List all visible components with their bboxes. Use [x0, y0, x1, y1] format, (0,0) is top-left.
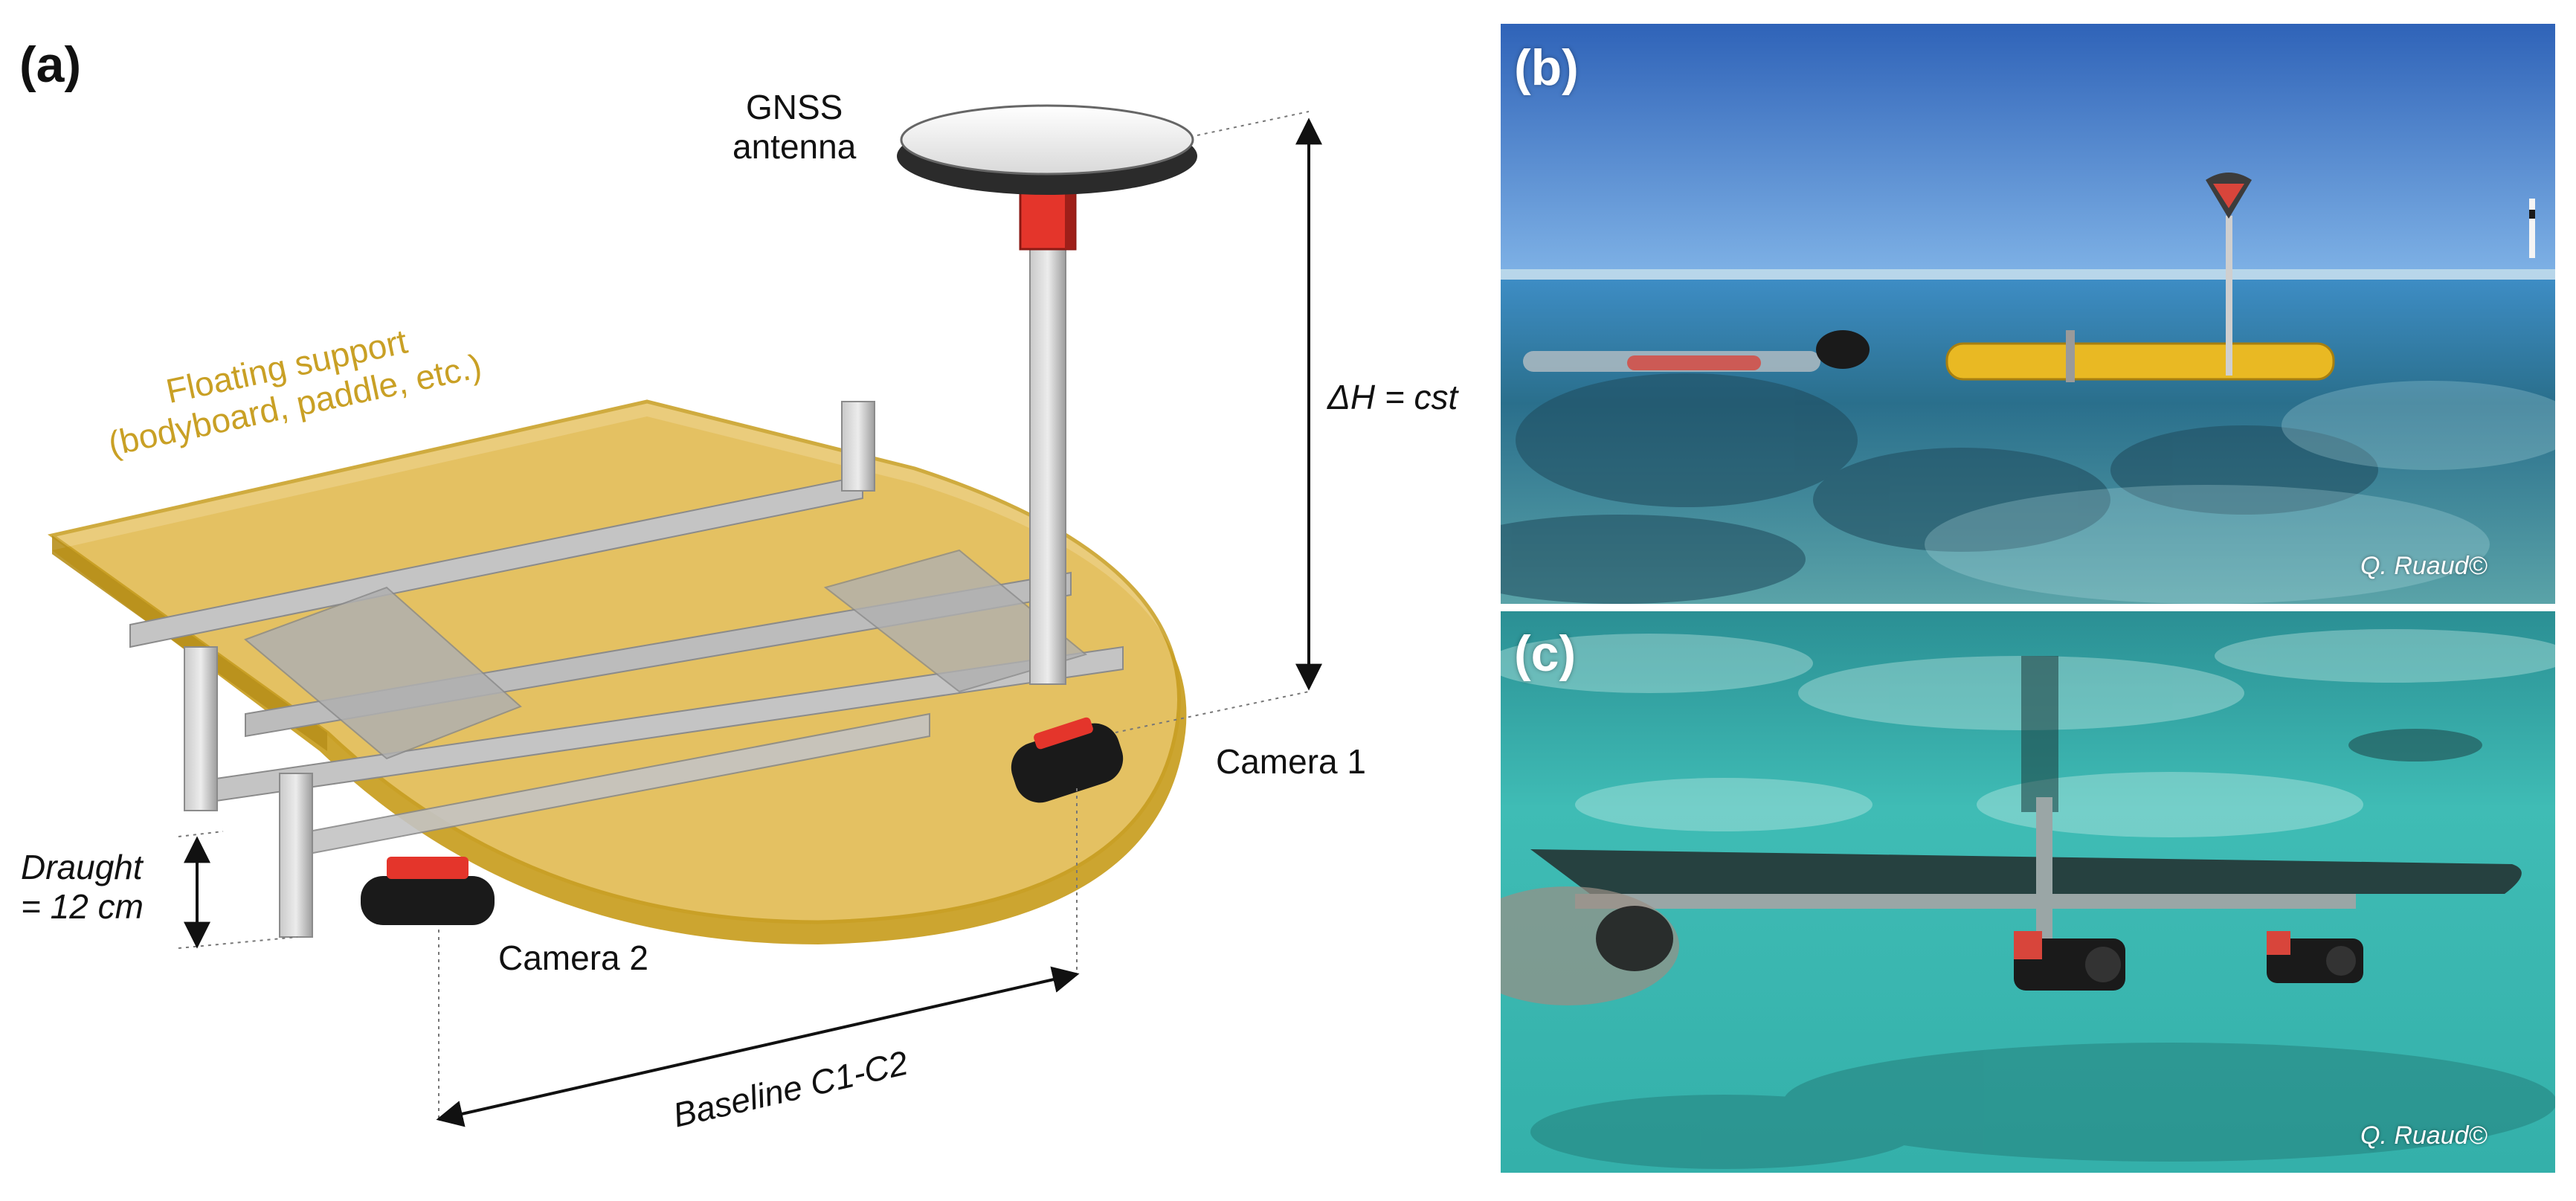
panel-c-letter: (c) — [1514, 625, 1577, 682]
aluminium-frame — [129, 401, 1124, 938]
gnss-antenna-disc — [897, 104, 1197, 195]
draught-line2: = 12 cm — [21, 886, 144, 926]
gnss-label-line2: antenna — [732, 126, 857, 166]
panel-b-photo — [1501, 24, 2555, 604]
camera-1 — [1011, 717, 1124, 803]
panel-b-credit: Q. Ruaud© — [2360, 552, 2488, 580]
baseline-arrow — [436, 966, 1080, 1127]
panel-a-letter: (a) — [19, 36, 82, 93]
camera-2-label: Camera 2 — [498, 938, 648, 977]
panel-c-credit: Q. Ruaud© — [2360, 1121, 2488, 1150]
panel-c-photo — [1501, 611, 2555, 1173]
photo-underwater — [1501, 611, 2555, 1173]
delta-h-label: ΔH = cst — [1327, 378, 1458, 416]
gnss-label-line1: GNSS — [745, 88, 843, 126]
gnss-pole — [1019, 181, 1077, 685]
panel-b-letter: (b) — [1514, 39, 1579, 96]
rig-schematic — [48, 104, 1322, 1127]
draught-label: Draught = 12 cm — [21, 848, 144, 927]
gnss-antenna-label: GNSS antenna — [732, 88, 856, 167]
draught-line1: Draught — [21, 848, 143, 886]
photo-above-water — [1501, 24, 2555, 604]
camera-1-label: Camera 1 — [1216, 742, 1366, 781]
camera-2 — [361, 857, 495, 925]
